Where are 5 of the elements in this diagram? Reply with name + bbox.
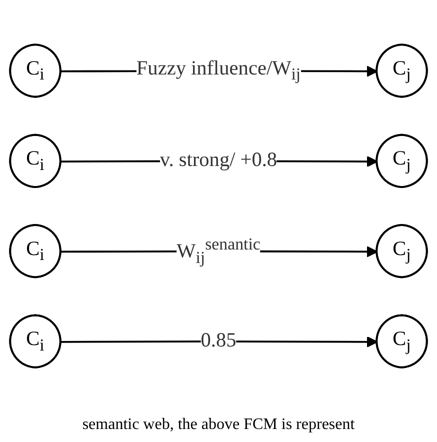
- edge-label: 0.85: [200, 330, 236, 352]
- edge-label: v. strong/ +0.8: [160, 150, 278, 172]
- edge-label: Fuzzy influence/W$_{ij}$: [136, 58, 301, 84]
- arrow: [61, 336, 378, 348]
- note-text: semantic web, the above FCM is represent: [82, 416, 355, 434]
